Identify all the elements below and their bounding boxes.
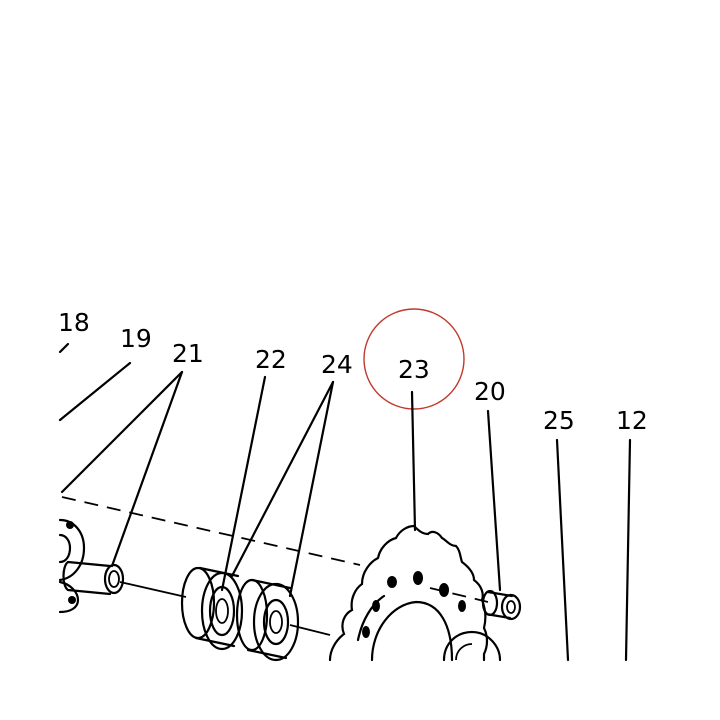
axis-lower <box>119 581 187 598</box>
callout-19: 19 <box>120 324 152 353</box>
sprocket-inner-rim <box>370 600 454 662</box>
leader-19 <box>58 361 132 422</box>
axis-right <box>429 587 489 603</box>
nut-20 <box>481 589 522 621</box>
leader-lines <box>58 342 632 662</box>
callout-24: 24 <box>321 350 353 379</box>
axis-mid <box>289 624 331 636</box>
leader-24a <box>230 380 335 578</box>
highlight-circle <box>363 308 465 410</box>
leader-18 <box>58 342 70 354</box>
bearing-22 <box>180 566 244 651</box>
bearing-24 <box>235 578 300 662</box>
callout-22: 22 <box>255 345 287 374</box>
callout-21: 21 <box>172 339 204 368</box>
sprocket-23 <box>328 524 502 662</box>
sprocket-teeth <box>328 524 489 662</box>
axis-guides <box>61 496 489 636</box>
hub-part <box>58 518 86 614</box>
axis-upper <box>61 496 361 566</box>
leader-21b <box>110 370 184 568</box>
leader-22 <box>220 375 267 592</box>
callout-23: 23 <box>398 355 430 384</box>
leader-24b <box>288 380 335 598</box>
spacer-sleeve <box>62 560 125 596</box>
leader-23 <box>410 390 417 532</box>
leader-25 <box>555 438 570 662</box>
callout-18: 18 <box>58 308 90 337</box>
callout-25: 25 <box>543 406 575 435</box>
callout-20: 20 <box>474 377 506 406</box>
callout-12: 12 <box>616 406 648 435</box>
leader-20 <box>486 409 502 592</box>
leader-12 <box>624 438 632 662</box>
leader-21 <box>60 370 184 494</box>
